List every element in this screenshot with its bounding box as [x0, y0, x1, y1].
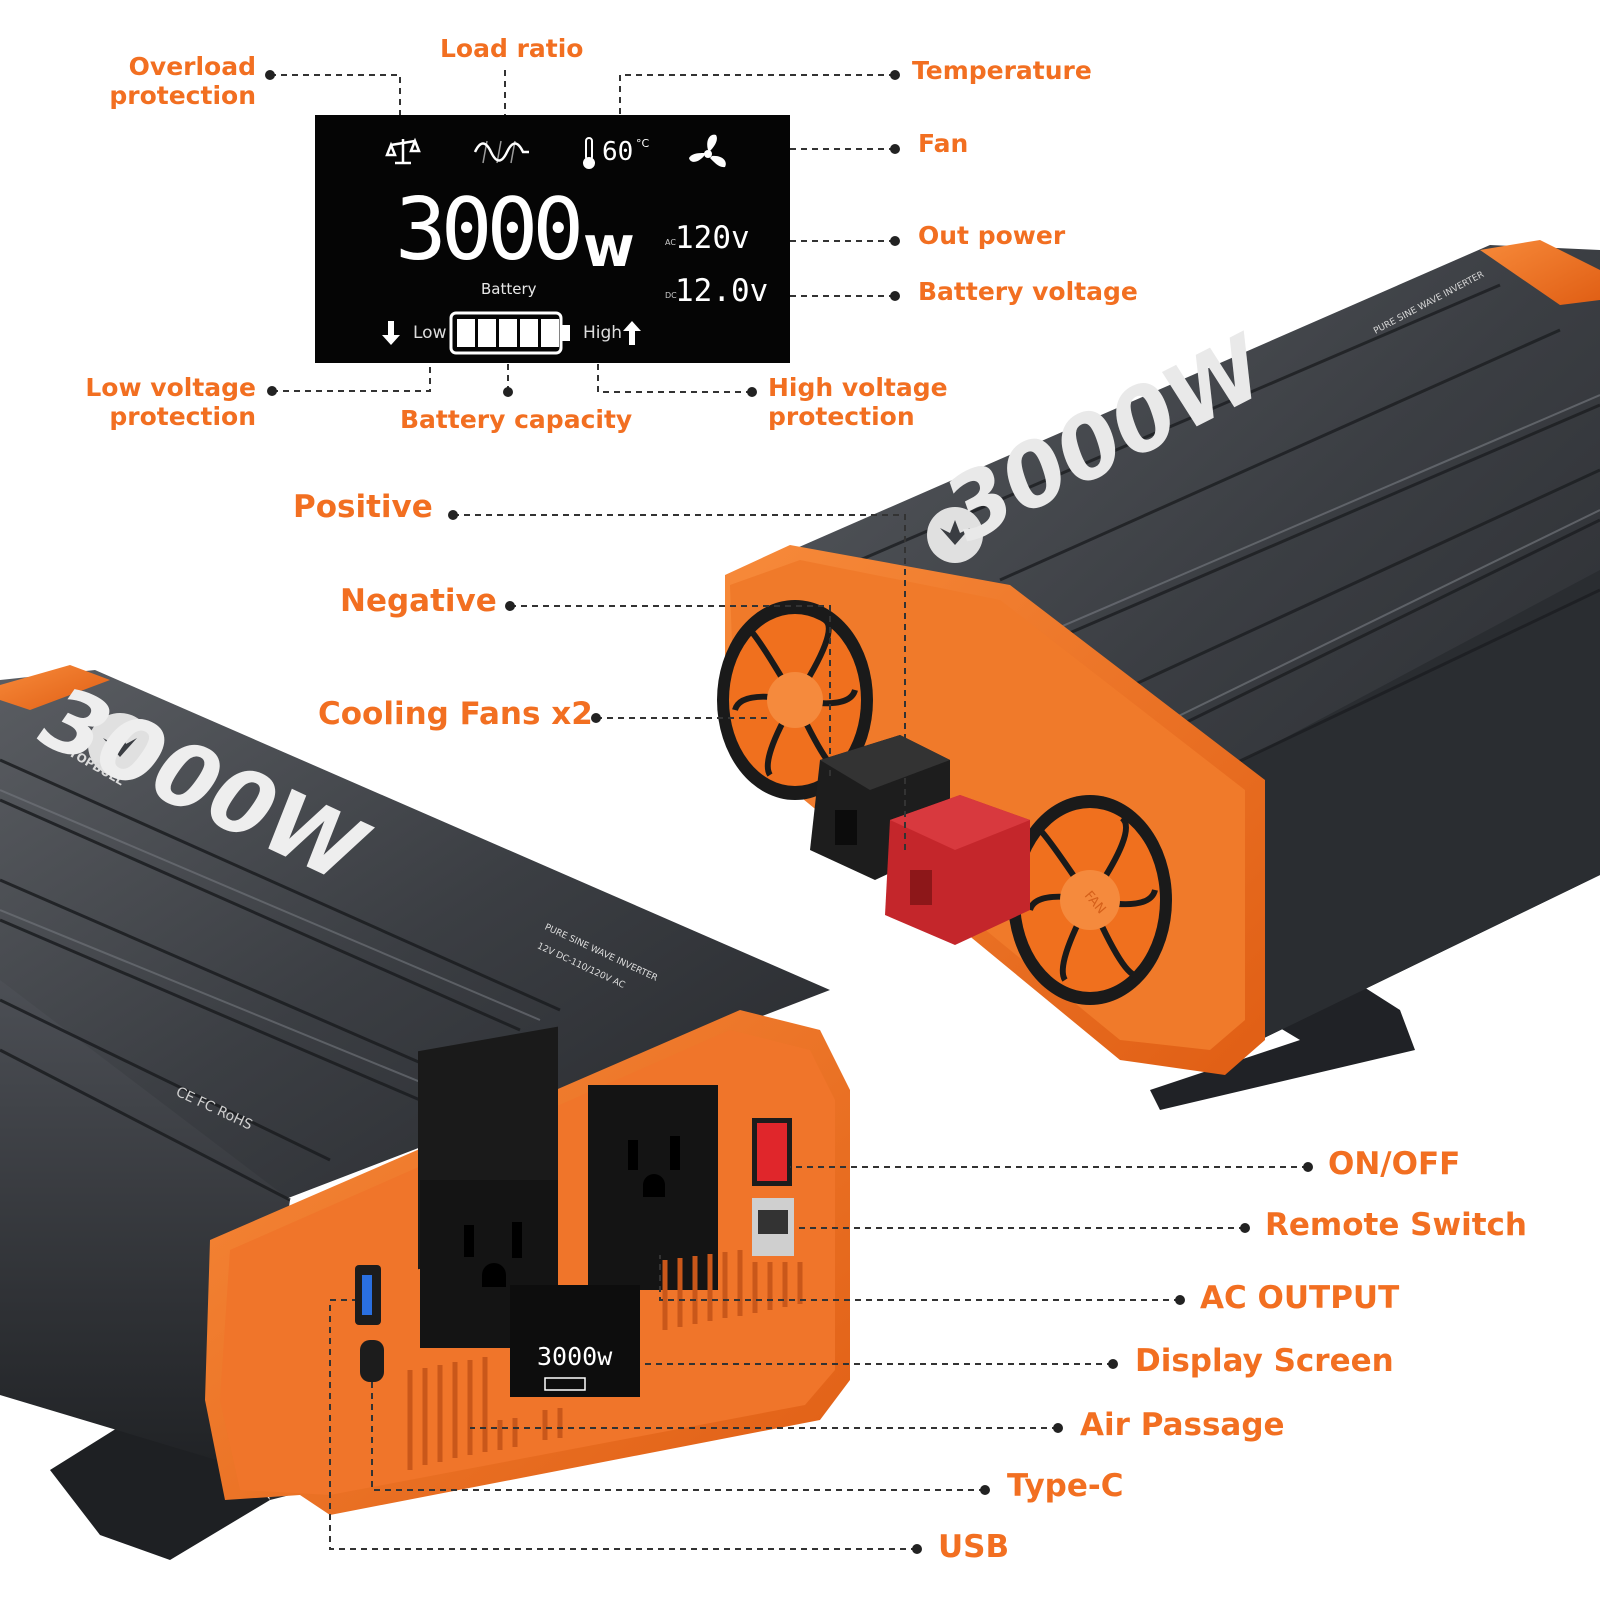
low-label: Low: [413, 323, 447, 343]
battery-bar: [457, 319, 475, 347]
battery-bar: [541, 319, 559, 347]
low-voltage-line1: Low voltage: [85, 373, 256, 402]
air-passage-vents: [407, 1250, 803, 1470]
rear-fan-right: FAN: [1008, 795, 1172, 1005]
high-label: High: [583, 323, 623, 343]
battery-gauge: [449, 311, 570, 355]
high-voltage-line2: protection: [768, 401, 915, 431]
usb-port: [355, 1265, 381, 1325]
leader-dots: [265, 70, 1313, 1554]
on-off-label: ON/OFF: [1328, 1146, 1461, 1182]
overload-icon: [385, 137, 421, 165]
arrow-down-icon: [382, 321, 400, 345]
low-voltage-line2: protection: [109, 401, 256, 431]
fan-label: Fan: [918, 129, 969, 158]
front-inverter-view: 3000w TOPBULL 3000W PURE SINE WAVE INVER…: [0, 665, 850, 1560]
front-brand-logo: TOPBULL: [67, 713, 152, 788]
positive-terminal: [885, 795, 1030, 945]
remote-switch-label: Remote Switch: [1265, 1207, 1527, 1243]
air-passage-label: Air Passage: [1080, 1407, 1285, 1443]
leader-lines: [270, 70, 1308, 1550]
fan-icon: [689, 134, 726, 168]
rear-brand-logo: [927, 507, 983, 563]
high-voltage-line1: High voltage: [768, 373, 948, 402]
dc-tag: DC: [665, 291, 677, 300]
positive-label: Positive: [293, 489, 433, 525]
front-mini-display: 3000w: [510, 1285, 640, 1397]
type-c-label: Type-C: [1007, 1468, 1124, 1504]
dc-voltage-readout: 12.0v: [675, 273, 769, 309]
usb-label: USB: [938, 1529, 1010, 1565]
battery-bar: [520, 319, 538, 347]
high-voltage-protection-label: High voltage protection: [768, 373, 948, 432]
ac-outlet-1: [418, 1026, 558, 1348]
overload-line2: protection: [109, 80, 256, 110]
power-unit: w: [583, 215, 635, 280]
temperature-label: Temperature: [912, 56, 1092, 85]
temperature-unit: °C: [636, 137, 650, 150]
battery-voltage-label: Battery voltage: [918, 277, 1138, 306]
mini-power-readout: 3000w: [537, 1342, 613, 1371]
arrow-up-icon: [623, 321, 641, 345]
overload-protection-label: Overload protection: [100, 52, 256, 111]
overload-line1: Overload: [128, 52, 256, 81]
ac-outlet-2: [588, 1085, 718, 1290]
negative-label: Negative: [340, 583, 497, 619]
rear-inverter-view: FAN 3000W PURE SINE WAVE INVERTER: [717, 240, 1600, 1110]
rear-fan-left: [717, 600, 873, 800]
ac-tag: AC: [665, 238, 676, 247]
power-readout: 3000: [395, 180, 584, 280]
low-voltage-protection-label: Low voltage protection: [60, 373, 256, 432]
temperature-value: 60: [602, 137, 634, 167]
display-screen-label: Display Screen: [1135, 1343, 1394, 1379]
ac-voltage-readout: 120v: [675, 220, 750, 256]
battery-bar: [499, 319, 517, 347]
out-power-label: Out power: [918, 221, 1066, 250]
battery-bar: [478, 319, 496, 347]
type-c-port: [360, 1340, 384, 1382]
battery-capacity-label: Battery capacity: [400, 405, 633, 434]
load-ratio-label: Load ratio: [440, 34, 584, 63]
battery-word: Battery: [481, 280, 537, 298]
load-ratio-icon: [473, 140, 529, 164]
ac-output-label: AC OUTPUT: [1200, 1280, 1400, 1316]
thermometer-icon: [583, 137, 595, 169]
on-off-switch: [752, 1118, 792, 1186]
remote-switch-port: [752, 1198, 794, 1256]
lcd-display-panel: 60 °C 3000 w Battery AC 120v DC 12.0v Lo…: [315, 115, 790, 363]
cooling-fans-label: Cooling Fans x2: [318, 696, 593, 732]
